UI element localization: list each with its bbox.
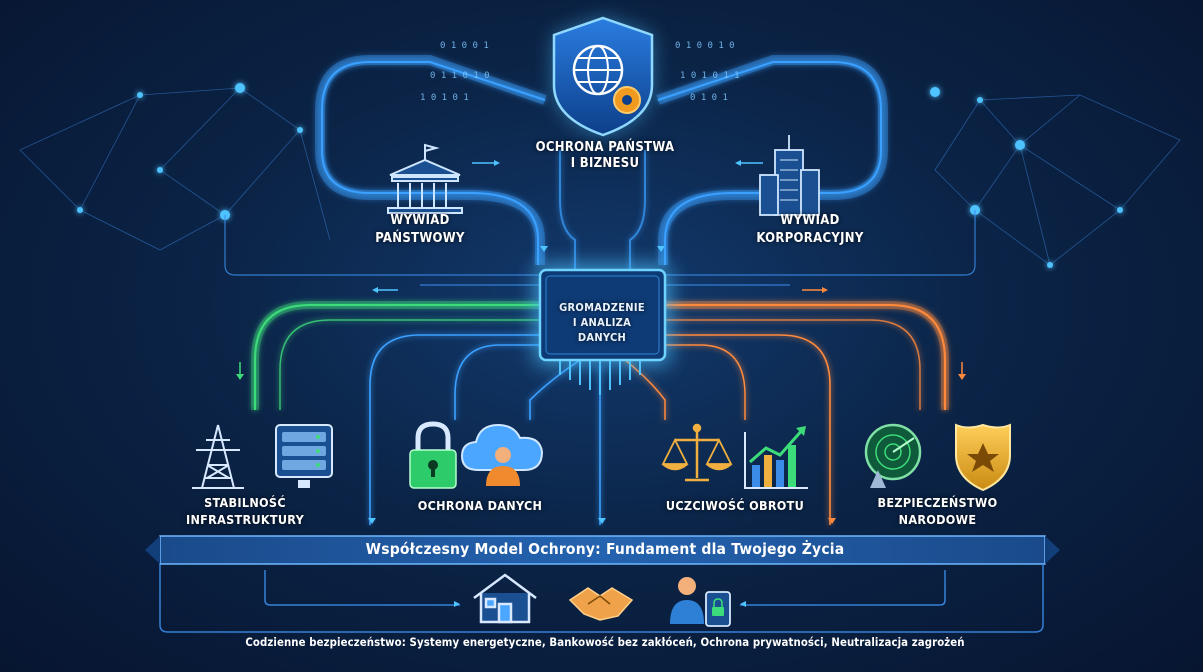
user-phone-lock-icon	[670, 577, 731, 627]
green-flow	[251, 301, 540, 410]
chip-icon	[535, 265, 670, 365]
server-rack-icon	[275, 424, 333, 488]
radar-dish-icon	[864, 423, 922, 488]
node-label-fair-trade: Uczciwość Obrotu	[665, 498, 805, 513]
handshake-icon	[568, 587, 634, 621]
shield-globe-gear-icon	[552, 16, 654, 137]
scales-icon	[661, 423, 733, 482]
binary-text: 0 1 0 1	[690, 93, 728, 103]
banner-title: Współczesny Model Ochrony: Fundament dla…	[365, 540, 845, 558]
node-label-data-protection: Ochrona Danych	[417, 498, 543, 513]
skyscraper-icon	[759, 135, 820, 216]
bottom-frame	[159, 564, 1044, 633]
binary-text: 1 0 1 0 1 1	[680, 71, 740, 81]
node-label-national-security: Bezpieczeństwo Narodowe	[877, 495, 998, 527]
flow-arrows	[236, 160, 966, 607]
node-label-corporate-intelligence: Wywiad Korporacyjny	[756, 213, 864, 246]
binary-text: 0 1 1 0 1 0	[430, 71, 490, 81]
network-nodes	[77, 83, 1123, 268]
footer-text: Codzienne bezpieczeństwo: Systemy energe…	[245, 636, 965, 649]
cloud-user-icon	[460, 423, 544, 486]
binary-text: 0 1 0 0 1 0	[675, 41, 735, 51]
government-building-icon	[387, 143, 463, 214]
top-loop-flow	[315, 55, 888, 272]
power-tower-icon	[192, 424, 244, 489]
node-label-data-analysis: Gromadzenie i Analiza Danych	[559, 301, 645, 344]
binary-text: 1 0 1 0 1	[420, 93, 469, 103]
binary-text: 0 1 0 0 1	[440, 41, 489, 51]
banner-ribbon	[145, 535, 1060, 565]
binary-streams: 0 1 0 0 1 0 1 1 0 1 0 1 0 1 0 1 0 1 0 0 …	[420, 41, 740, 103]
node-label-protection: Ochrona Państwa i Biznesu	[535, 140, 675, 171]
growth-chart-icon	[744, 426, 808, 489]
node-label-state-intelligence: Wywiad Państwowy	[375, 213, 465, 246]
orange-flow	[624, 301, 949, 525]
node-label-infrastructure: Stabilność Infrastruktury	[185, 495, 305, 527]
padlock-icon	[409, 421, 457, 489]
house-icon	[473, 573, 537, 624]
police-badge-icon	[955, 423, 1011, 492]
chip-pins	[559, 360, 641, 395]
side-connectors	[224, 210, 976, 286]
